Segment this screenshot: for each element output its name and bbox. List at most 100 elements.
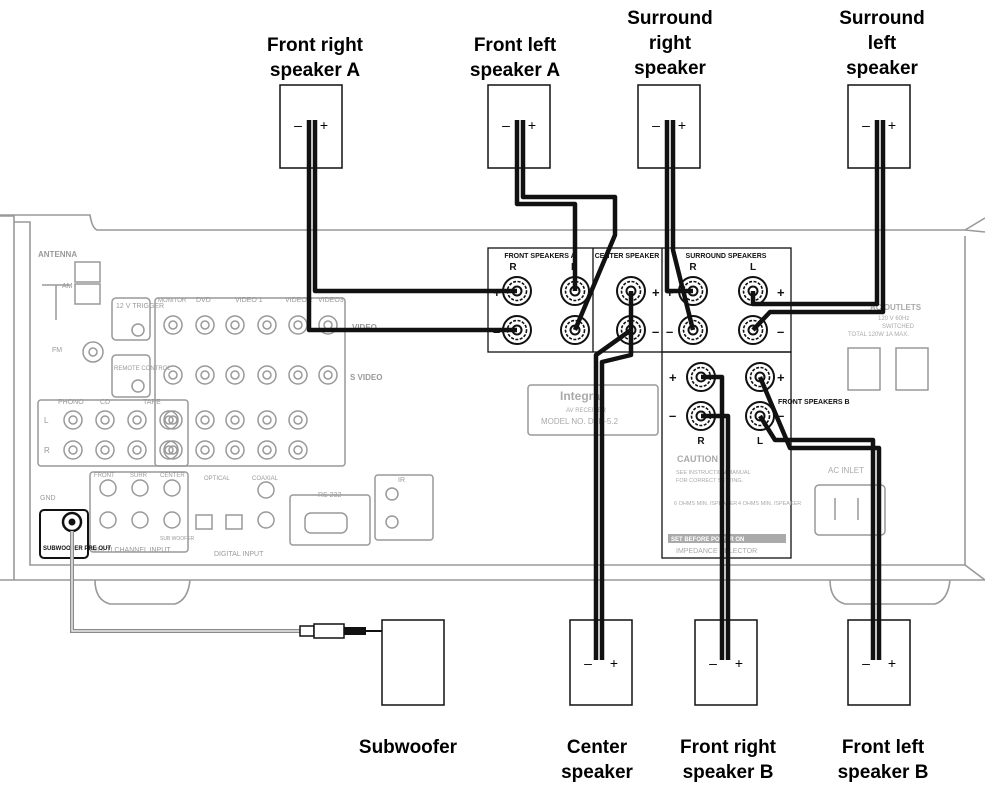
svg-text:–: – [777,408,784,423]
speaker-terminal-ring [749,405,771,427]
label-line: Front right [679,737,777,758]
front-speakers-b-label: FRONT SPEAKERS B [778,399,850,406]
rca-jack [257,315,277,335]
remote-label: REMOTE CONTROL [114,366,171,372]
ac-outlets-spec2: SWITCHED [882,324,915,330]
video2-label: VIDEO 2 [285,297,313,304]
rca-jack [225,365,245,385]
speaker-wire [670,120,696,331]
rca-jack [318,365,338,385]
svg-text:+: + [777,370,785,385]
rca-jack [163,365,183,385]
speaker-wire [593,328,633,660]
rca-jack [257,440,277,460]
digital-input-label: DIGITAL INPUT [214,551,264,558]
rca-jack-core [200,320,210,330]
speaker-plus-mark: + [735,655,743,671]
speaker-terminal-ring [742,319,764,341]
rca-jack [195,315,215,335]
rca-jack-core [168,445,178,455]
multi-channel-label: MULTI CHANNEL INPUT [92,547,171,554]
ac-section [814,347,929,536]
audio-jack-core [164,445,174,455]
speaker-minus-mark: – [502,117,510,133]
rca-jack [288,440,308,460]
rca-jack [163,315,183,335]
antenna-label: ANTENNA [38,250,77,259]
model-line-1: AV RECEIVER [566,408,607,414]
speaker-plus-mark: + [320,117,328,133]
audio-jack [159,410,179,430]
ac-outlets-label: AC OUTLETS [870,303,922,312]
video3-label: VIDEO3 [318,297,344,304]
surr-input-label: SURR [130,473,148,479]
s-video-row-label: S VIDEO [350,373,382,382]
rca-jack [225,315,245,335]
tape-label: TAPE [143,399,161,406]
ac-outlets-spec1: 120 V 60Hz [878,316,909,322]
subwoofer-cable [70,531,382,639]
multi-channel-section [89,471,434,553]
brand-plate [527,384,659,436]
speaker-wire [750,120,880,307]
label-line: Subwoofer [358,737,458,758]
speaker-wire [757,376,882,660]
speaker-wires [306,120,886,660]
audio-jack [63,410,83,430]
speaker-terminals [502,276,775,431]
speaker-minus-mark: – [862,117,870,133]
monitor-label: MONITOR [158,298,187,304]
surround-speakers-label: SURROUND SPEAKERS [686,253,767,260]
center-speaker-label: CENTER SPEAKER [595,253,660,260]
ac-outlets-spec3: TOTAL 120W 1A MAX. [848,332,909,338]
label-line: Front left [473,35,557,56]
speaker-wire [751,120,886,332]
front-input-label: FRONT [94,473,115,479]
set-before-label: SET BEFORE POWER ON [671,537,744,543]
speaker-wire [599,291,634,660]
rca-jack-core [293,445,303,455]
rca-jack [163,440,183,460]
audio-l-label: L [44,416,49,425]
audio-jack-core [132,445,142,455]
speaker-plus-mark: + [678,117,686,133]
brand-name: Integra [560,389,600,403]
rca-jack-core [168,415,178,425]
gnd-label: GND [40,495,56,502]
impedance-selector-label: IMPEDANCE SELECTOR [676,548,757,555]
video-row-label: VIDEO [352,323,377,332]
label-line: speaker B [837,762,929,783]
audio-jack [95,410,115,430]
rca-jack [318,315,338,335]
front-speakers-a-label: FRONT SPEAKERS A [504,253,575,260]
svg-text:R: R [689,262,697,273]
rca-jack [195,365,215,385]
rca-jack-core [262,415,272,425]
dvd-label: DVD [196,297,211,304]
rca-jack-core [323,370,333,380]
label-line: speaker B [682,762,774,783]
speaker-minus-mark: – [709,655,717,671]
ohm4-label: 4 OHMS MIN. /SPEAKER [738,501,801,507]
rca-jack-core [262,370,272,380]
svg-text:–: – [777,324,784,339]
cd-label: CD [100,399,110,406]
fm-label: FM [52,347,62,354]
rca-jack-core [262,320,272,330]
label-line: Front left [841,737,925,758]
rca-jack-core [200,370,210,380]
rca-jack [195,440,215,460]
ac-inlet-label: AC INLET [828,466,864,475]
speaker-plus-mark: + [888,117,896,133]
sub-input-label: SUB WOOFER [160,536,195,542]
rca-jack [288,315,308,335]
svg-text:–: – [652,324,659,339]
rca-jack-core [200,415,210,425]
rca-jack [257,365,277,385]
ir-label: IR [398,477,405,484]
speaker-minus-mark: – [862,655,870,671]
speaker-plus-mark: + [528,117,536,133]
